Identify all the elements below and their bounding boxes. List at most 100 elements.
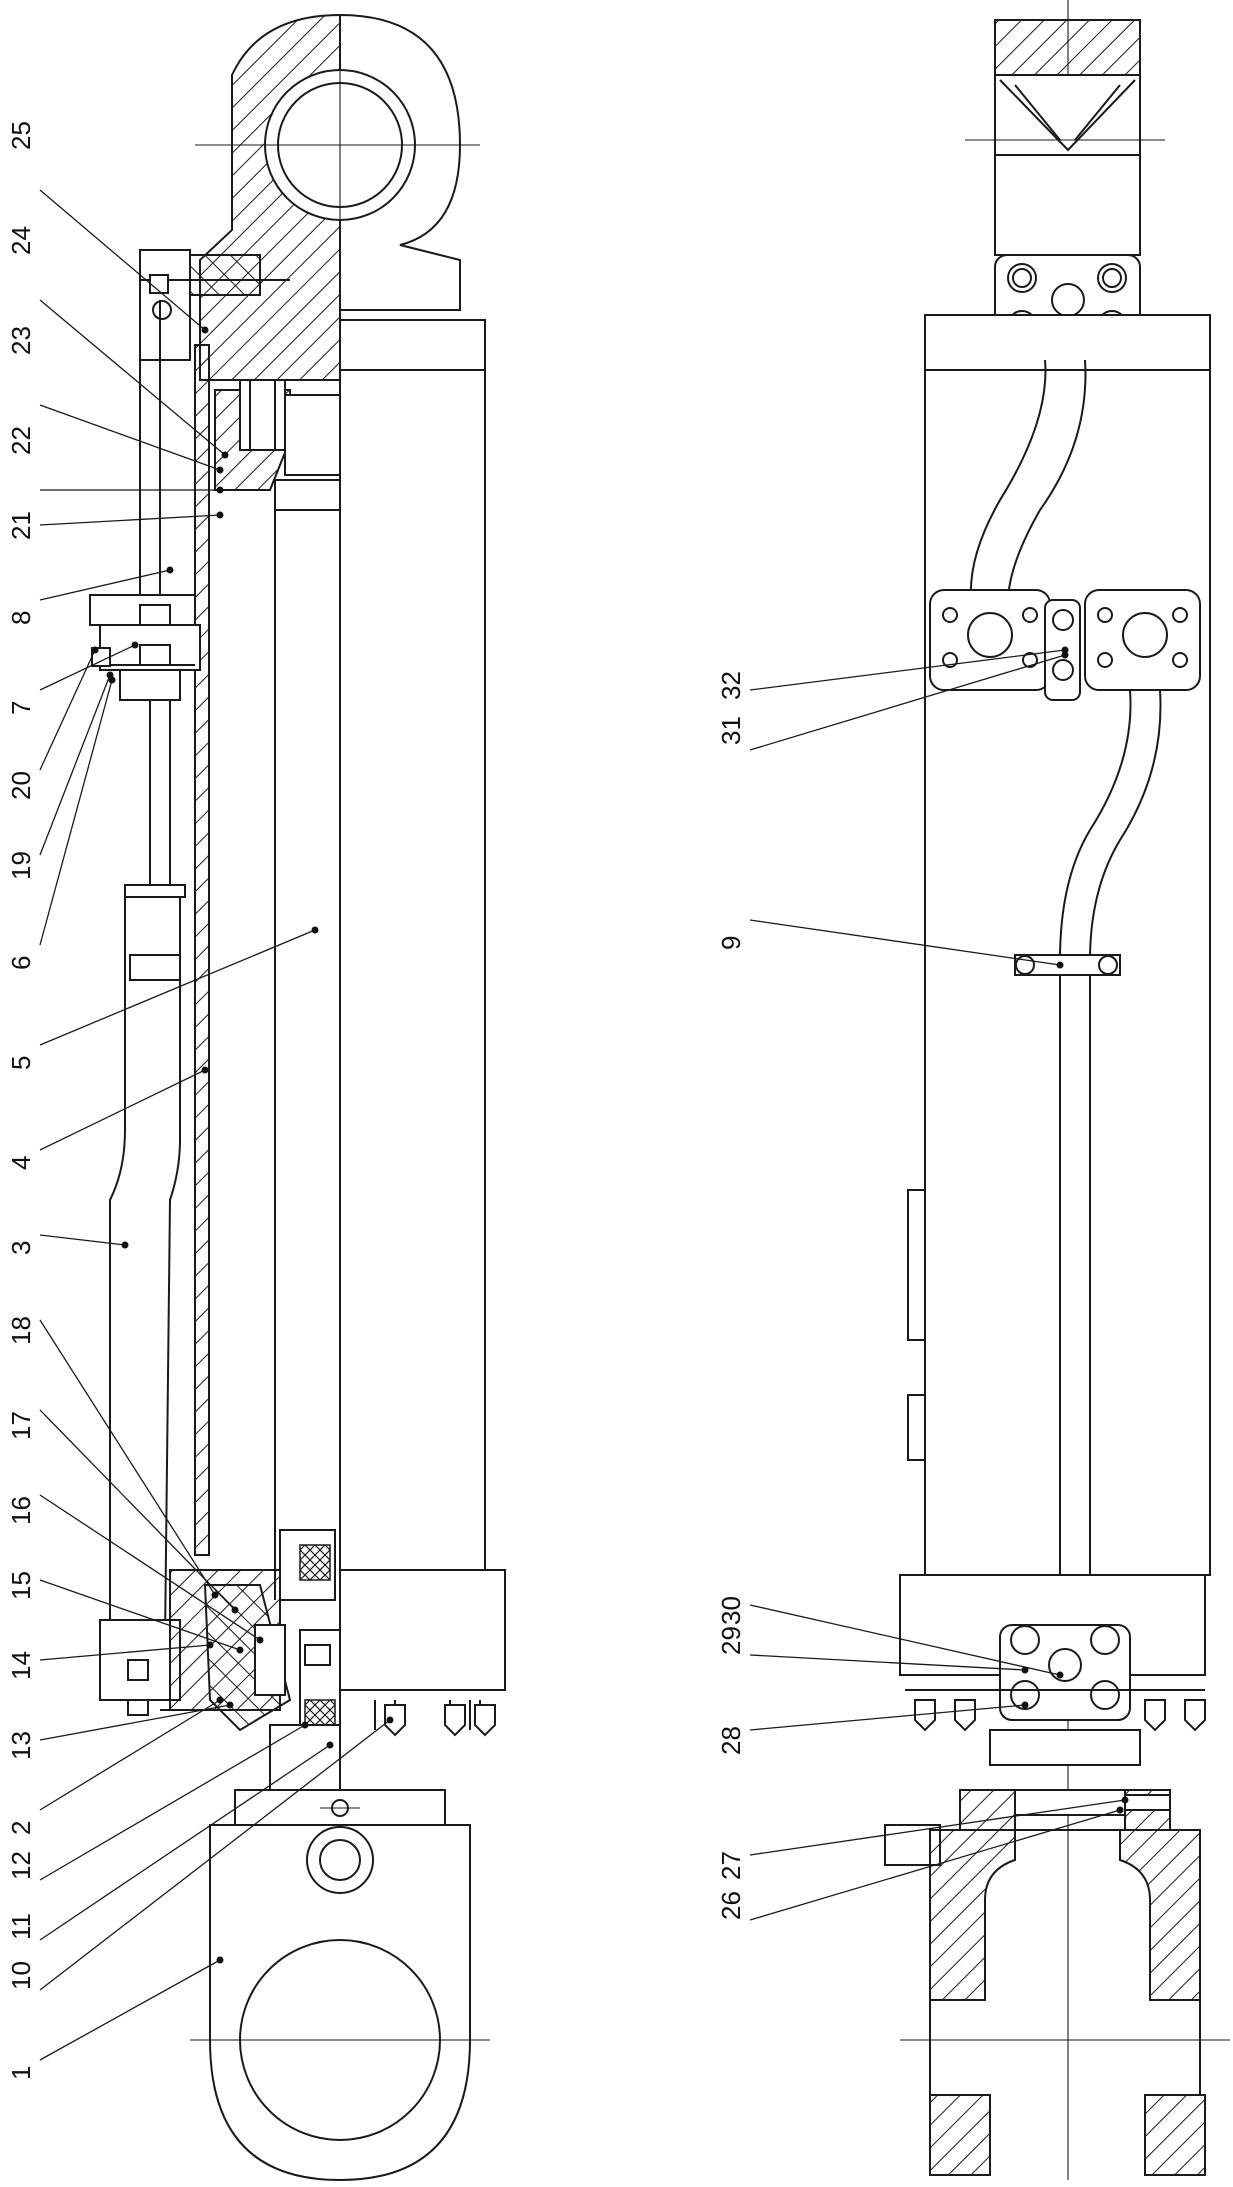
callout-5-leader — [39, 929, 316, 1046]
bottom-gland — [99, 1529, 341, 1746]
callout-3-leader — [39, 1234, 126, 1246]
bottom-cap — [339, 1569, 506, 1737]
callout-29: 29 — [716, 1626, 746, 1655]
callout-14: 14 — [6, 1651, 36, 1680]
callout-3-dot — [121, 1241, 129, 1249]
callout-29-leader — [749, 1654, 1026, 1671]
callout-16: 16 — [6, 1496, 36, 1525]
callout-28-dot — [1021, 1701, 1029, 1709]
right-pipe — [969, 359, 1162, 1630]
callout-20: 20 — [6, 771, 36, 800]
callout-10-dot — [386, 1716, 394, 1724]
callout-14-dot — [206, 1641, 214, 1649]
callout-10-leader — [39, 1719, 391, 1991]
callout-4: 4 — [6, 1156, 36, 1170]
callout-28-leader — [749, 1704, 1026, 1731]
callout-18-dot — [211, 1591, 219, 1599]
callout-20-dot — [91, 646, 99, 654]
callout-13-leader — [39, 1704, 231, 1741]
callout-22-dot — [216, 486, 224, 494]
callout-17-dot — [231, 1606, 239, 1614]
callout-12-leader — [39, 1724, 306, 1881]
callout-10: 10 — [6, 1961, 36, 1990]
piston-assembly — [214, 379, 341, 511]
callout-32-leader — [749, 649, 1066, 691]
callout-32-dot — [1061, 646, 1069, 654]
callout-24-leader — [39, 299, 226, 456]
callout-17-leader — [39, 1409, 236, 1611]
callout-16-dot — [256, 1636, 264, 1644]
callout-11: 11 — [6, 1913, 36, 1940]
callout-29-dot — [1021, 1666, 1029, 1674]
head-flange — [139, 249, 290, 361]
top-clevis — [965, 19, 1165, 256]
callout-2-dot — [216, 1696, 224, 1704]
callout-30-dot — [1056, 1671, 1064, 1679]
callout-7: 7 — [6, 701, 36, 715]
callout-28: 28 — [716, 1726, 746, 1755]
callout-8-dot — [166, 566, 174, 574]
callout-5: 5 — [6, 1056, 36, 1070]
callout-8-leader — [39, 569, 171, 601]
callout-21-leader — [39, 514, 221, 526]
callout-32: 32 — [716, 671, 746, 700]
callout-30-leader — [749, 1604, 1061, 1676]
callout-9: 9 — [716, 936, 746, 950]
callout-25-dot — [201, 326, 209, 334]
right-bottom-cap — [899, 1574, 1206, 1766]
callout-24: 24 — [6, 226, 36, 255]
callout-18-leader — [39, 1319, 216, 1596]
callout-22: 22 — [6, 426, 36, 455]
callout-23-leader — [39, 404, 221, 471]
pipe-clamp — [1014, 954, 1121, 976]
callout-13-dot — [226, 1701, 234, 1709]
cylinder-tube — [194, 319, 486, 1600]
external-pipe-left — [109, 300, 186, 1641]
callout-27: 27 — [716, 1851, 746, 1880]
callout-15: 15 — [6, 1571, 36, 1600]
callout-25: 25 — [6, 121, 36, 150]
callout-30: 30 — [716, 1596, 746, 1625]
callout-15-leader — [39, 1579, 241, 1651]
callout-17: 17 — [6, 1411, 36, 1440]
callout-21: 21 — [6, 511, 36, 540]
callout-19-leader — [39, 674, 111, 856]
callout-26-leader — [749, 1809, 1121, 1921]
callout-27-leader — [749, 1799, 1126, 1856]
part-number-labels: 2524232221872019654318171615141321211101… — [6, 121, 1129, 2080]
callout-8: 8 — [6, 611, 36, 625]
callout-1-leader — [39, 1959, 221, 2061]
callout-1-dot — [216, 1956, 224, 1964]
callout-9-leader — [749, 919, 1061, 966]
callout-12: 12 — [6, 1851, 36, 1880]
callout-18: 18 — [6, 1316, 36, 1345]
callout-31-dot — [1061, 651, 1069, 659]
callout-26: 26 — [716, 1891, 746, 1920]
mid-flange-clamp — [89, 594, 201, 701]
callout-6: 6 — [6, 956, 36, 970]
callout-25-leader — [39, 189, 206, 331]
callout-6-leader — [39, 679, 113, 946]
callout-24-dot — [221, 451, 229, 459]
callout-12-dot — [301, 1721, 309, 1729]
callout-21-dot — [216, 511, 224, 519]
callout-3: 3 — [6, 1241, 36, 1255]
callout-7-dot — [131, 641, 139, 649]
bottom-clevis — [884, 1789, 1230, 2176]
callout-26-dot — [1116, 1806, 1124, 1814]
callout-5-dot — [311, 926, 319, 934]
callout-2: 2 — [6, 1821, 36, 1835]
callout-14-leader — [39, 1644, 211, 1661]
callout-2-leader — [39, 1699, 221, 1811]
callout-1: 1 — [6, 2066, 36, 2080]
callout-11-dot — [326, 1741, 334, 1749]
mid-flanges — [929, 589, 1201, 701]
callout-23: 23 — [6, 326, 36, 355]
callout-20-leader — [39, 649, 96, 771]
callout-15-dot — [236, 1646, 244, 1654]
callout-6-dot — [108, 676, 116, 684]
rod-end-eye — [190, 1724, 490, 2182]
callout-11-leader — [39, 1744, 331, 1941]
callout-9-dot — [1056, 961, 1064, 969]
